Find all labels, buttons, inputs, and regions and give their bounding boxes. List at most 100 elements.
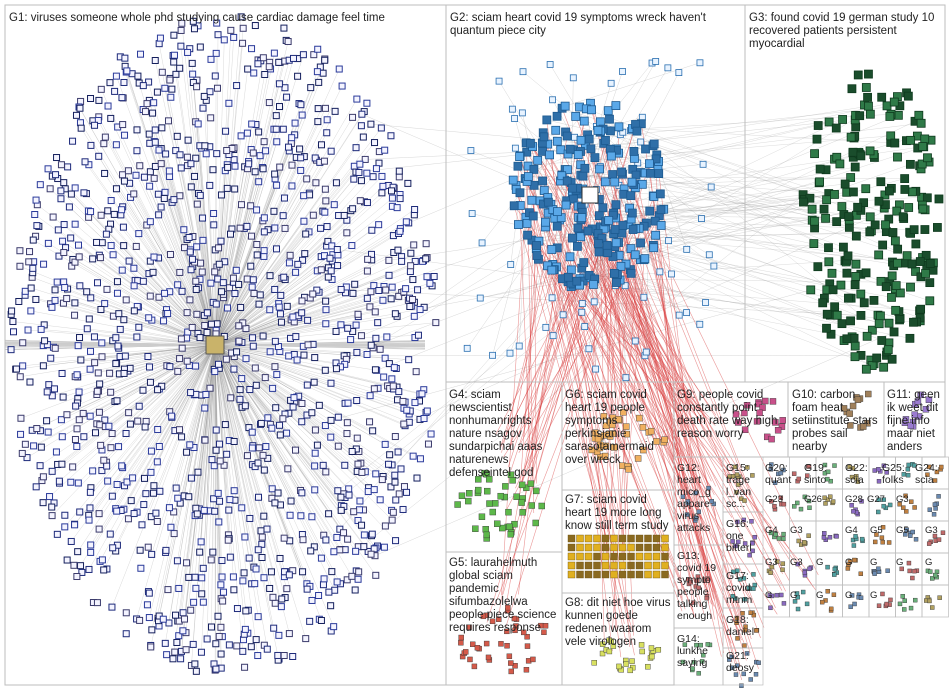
node — [466, 490, 472, 496]
node — [596, 118, 604, 126]
node — [135, 418, 141, 424]
node — [113, 361, 119, 367]
node — [657, 269, 663, 275]
node — [264, 526, 270, 532]
node — [155, 427, 161, 433]
node — [215, 490, 221, 496]
node — [465, 498, 471, 504]
node — [152, 139, 158, 145]
node — [101, 141, 107, 147]
node — [577, 535, 584, 542]
node — [906, 160, 914, 168]
node — [568, 535, 575, 542]
node — [261, 139, 267, 145]
node — [194, 311, 200, 317]
node — [169, 413, 175, 419]
node — [59, 434, 65, 440]
node — [611, 535, 618, 542]
node — [859, 572, 863, 576]
node — [825, 258, 833, 266]
node — [165, 587, 171, 593]
node — [202, 405, 208, 411]
node — [312, 427, 318, 433]
node — [341, 530, 347, 536]
node — [370, 428, 376, 434]
node — [814, 263, 822, 271]
node — [490, 509, 496, 515]
node — [303, 231, 309, 237]
node — [650, 244, 658, 252]
node — [220, 598, 226, 604]
node — [16, 298, 22, 304]
node — [484, 488, 490, 494]
node — [533, 252, 541, 260]
node — [318, 555, 324, 561]
node — [553, 137, 561, 145]
node — [115, 343, 121, 349]
node — [605, 115, 613, 123]
node — [410, 297, 416, 303]
node — [199, 269, 205, 275]
node — [281, 274, 287, 280]
node — [628, 535, 635, 542]
node — [263, 148, 269, 154]
node — [516, 153, 524, 161]
node — [20, 340, 26, 346]
node — [392, 434, 398, 440]
node — [399, 258, 405, 264]
node — [529, 503, 535, 509]
node — [335, 443, 341, 449]
node — [49, 468, 55, 474]
node — [30, 265, 36, 271]
node — [775, 593, 779, 597]
node — [72, 312, 78, 318]
node — [650, 140, 658, 148]
node — [87, 366, 93, 372]
node — [384, 334, 390, 340]
node — [351, 176, 357, 182]
node — [594, 553, 601, 560]
node — [328, 434, 334, 440]
node — [275, 490, 281, 496]
node — [341, 212, 347, 218]
node — [587, 145, 595, 153]
node — [54, 531, 60, 537]
node — [44, 418, 50, 424]
node — [130, 475, 136, 481]
node — [352, 281, 358, 287]
node — [45, 240, 51, 246]
node — [74, 574, 80, 580]
node — [260, 333, 266, 339]
node — [262, 375, 268, 381]
node — [249, 46, 255, 52]
node — [262, 72, 268, 78]
node — [619, 571, 626, 578]
node — [877, 604, 881, 608]
node — [807, 534, 811, 538]
small-group-label: G5 — [896, 525, 909, 536]
node — [782, 601, 786, 605]
node — [187, 442, 193, 448]
node — [260, 55, 266, 61]
node — [822, 535, 826, 539]
node — [122, 132, 128, 138]
node — [290, 654, 296, 660]
node — [271, 208, 277, 214]
node — [147, 219, 153, 225]
node — [9, 308, 15, 314]
node — [377, 346, 383, 352]
node — [215, 613, 221, 619]
node — [248, 263, 254, 269]
node — [246, 161, 252, 167]
node — [207, 182, 213, 188]
node — [888, 598, 892, 602]
node — [192, 173, 198, 179]
node — [81, 190, 87, 196]
node — [152, 57, 158, 63]
node — [610, 269, 618, 277]
node — [213, 50, 219, 56]
node — [371, 487, 377, 493]
node — [61, 250, 67, 256]
node — [276, 304, 282, 310]
node — [106, 423, 112, 429]
